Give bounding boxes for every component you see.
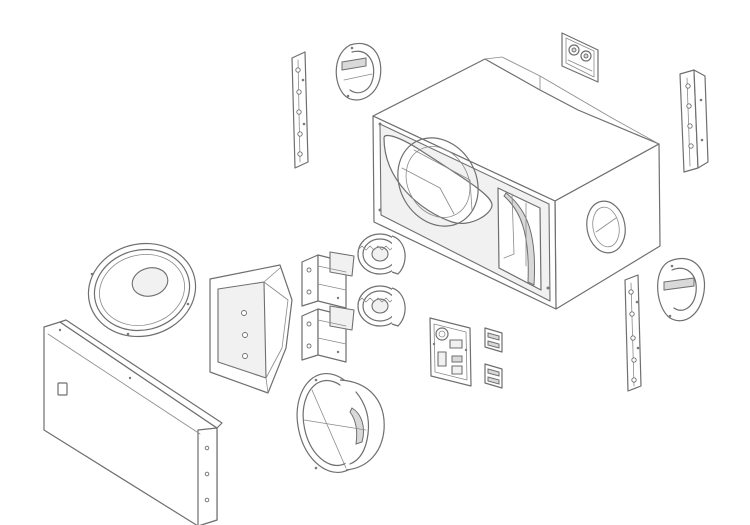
rigging-rail-icon — [624, 274, 642, 392]
handle-cup-icon — [335, 42, 382, 101]
woofer-icon — [296, 372, 385, 474]
compression-driver-icon — [357, 233, 406, 275]
handle-cup-icon — [657, 257, 706, 322]
circuit-board-icon — [429, 317, 472, 387]
compression-driver-icon — [357, 285, 406, 327]
speaker-cabinet-icon — [372, 56, 661, 310]
woofer-icon — [87, 242, 197, 338]
mounting-bracket-icon — [301, 305, 355, 363]
mounting-bracket-icon — [301, 251, 355, 309]
horn-waveguide-icon — [209, 264, 293, 394]
input-connector-plate-icon — [561, 32, 599, 83]
connector-icon — [484, 327, 503, 353]
rigging-rail-icon — [291, 51, 309, 169]
rigging-rail-icon — [679, 69, 709, 173]
grille-panel-icon — [43, 319, 223, 525]
connector-icon — [484, 363, 503, 389]
